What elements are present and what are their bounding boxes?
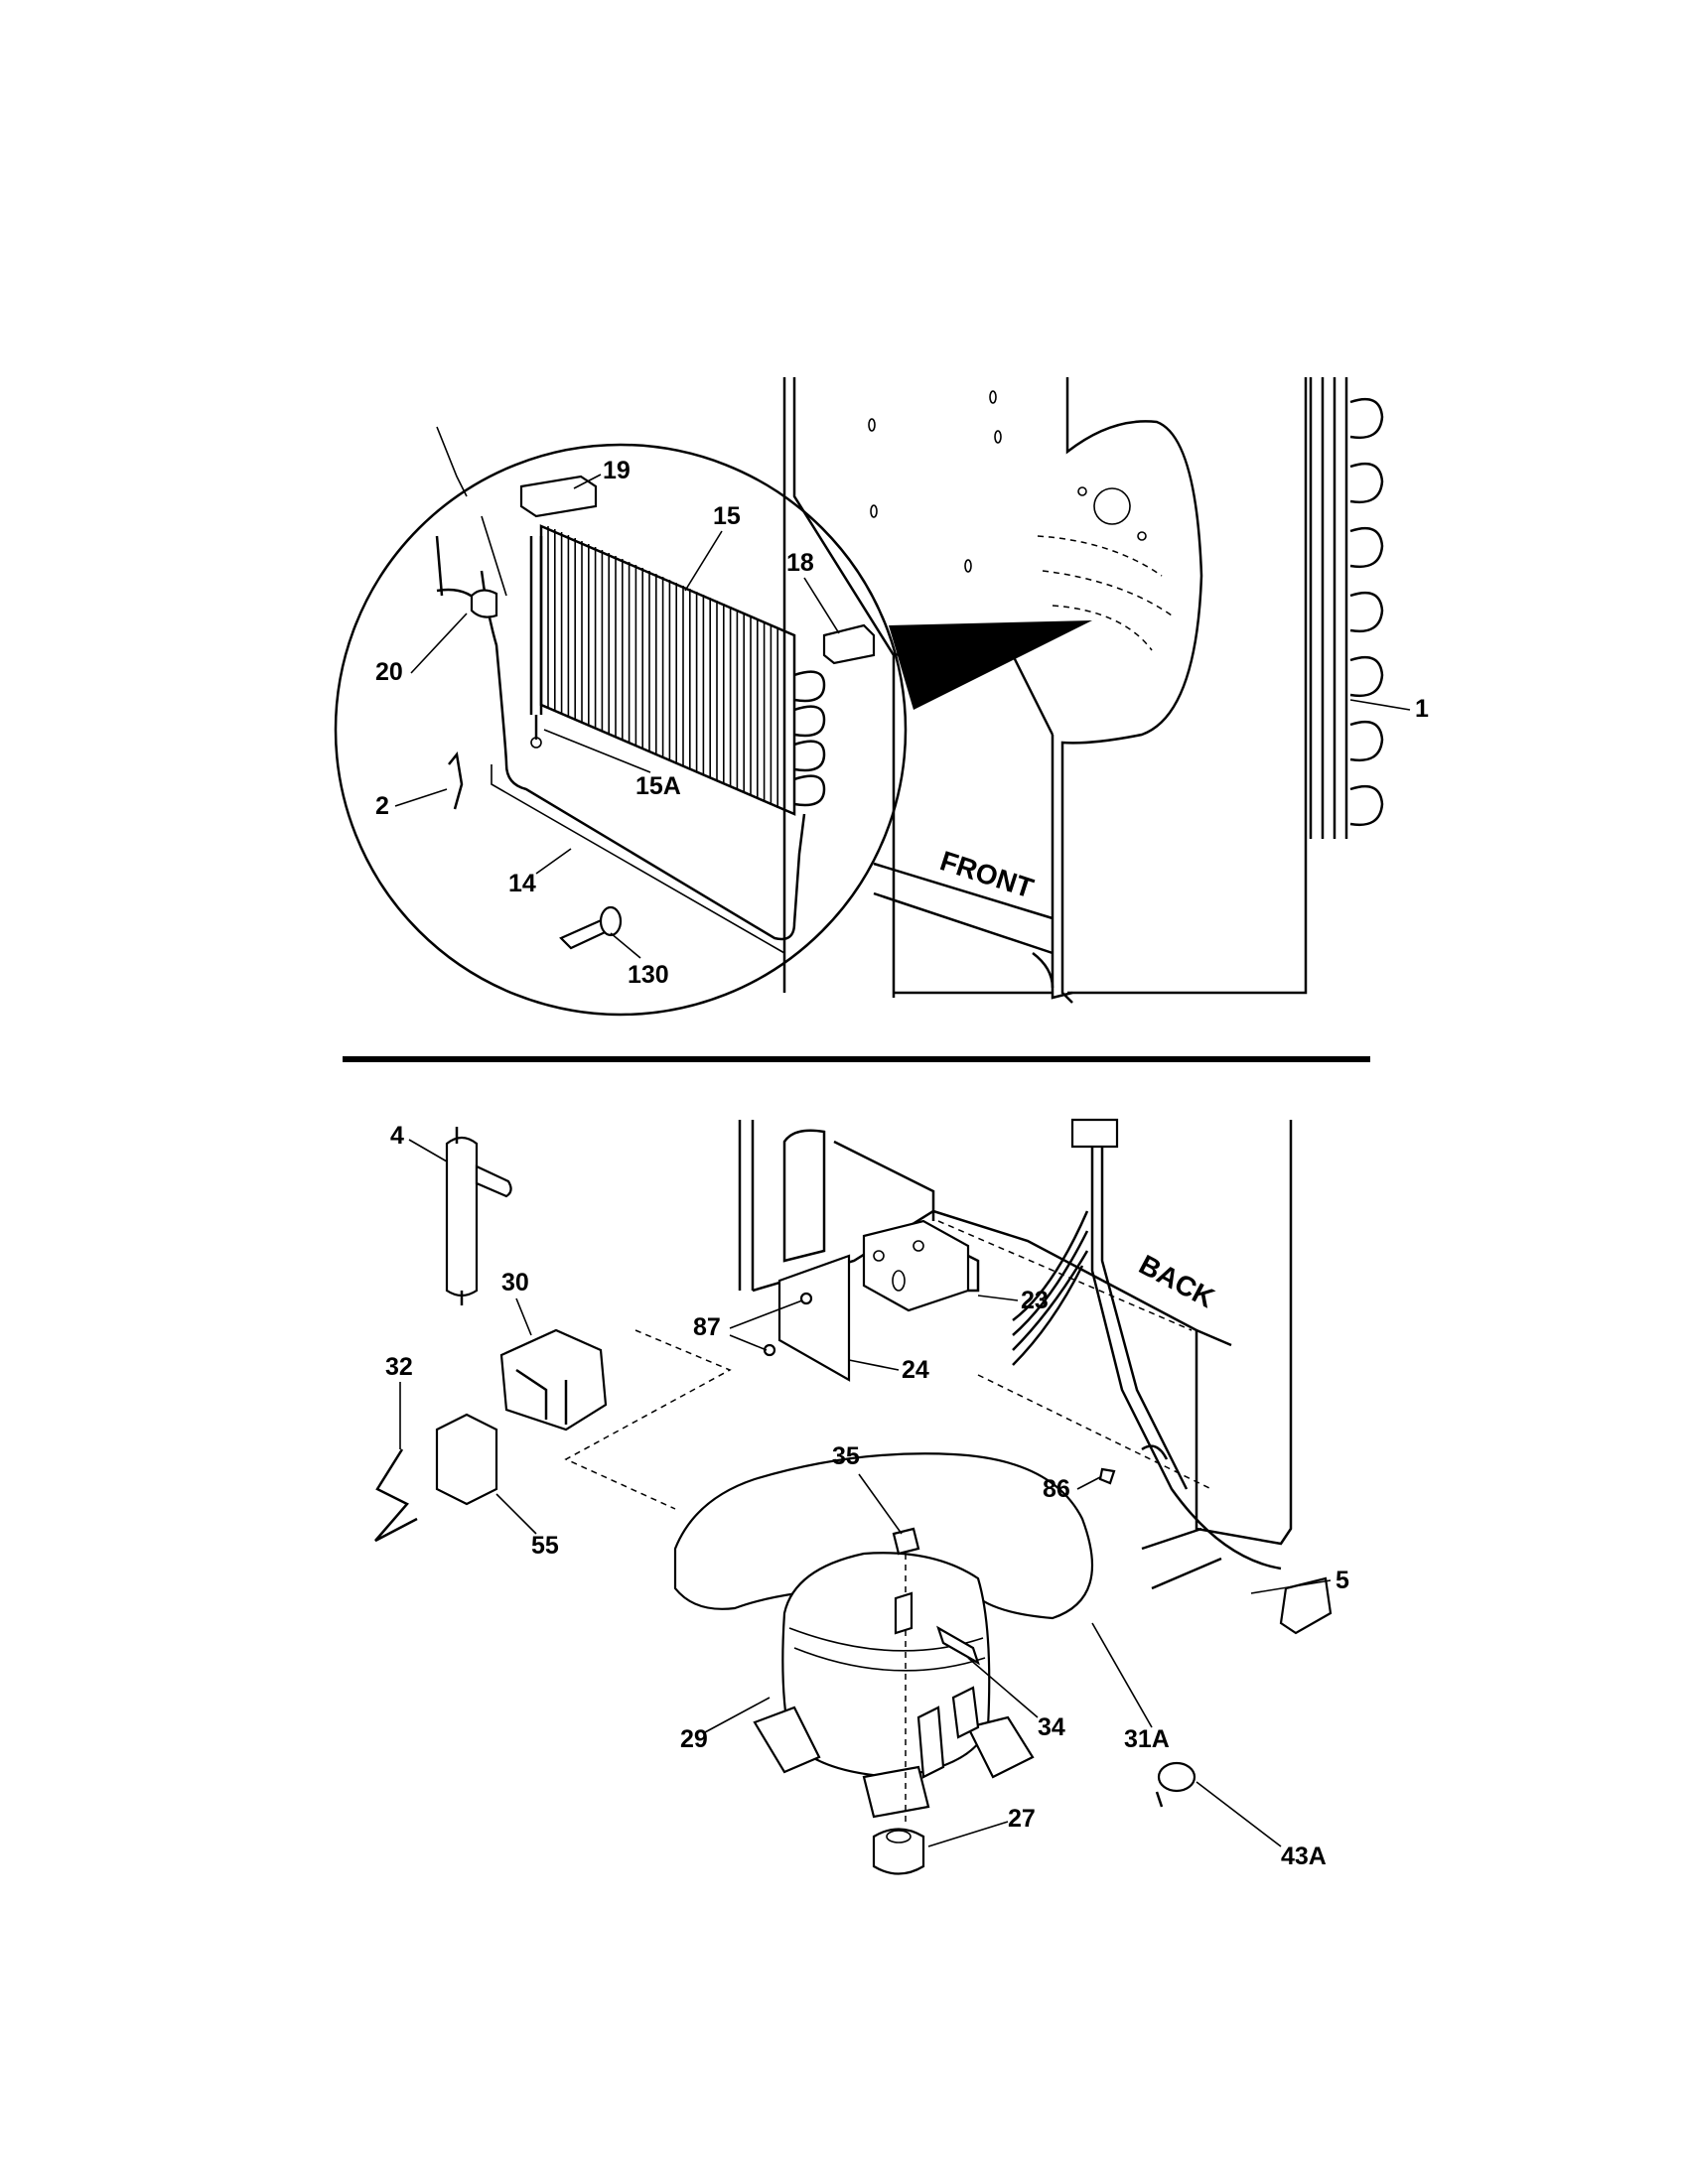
callout-27: 27 (1008, 1805, 1036, 1833)
section-divider (343, 1056, 1370, 1062)
compressor-stubs (916, 1686, 980, 1779)
part-86-screw (1098, 1467, 1116, 1485)
bottom-callouts: 4 30 32 55 87 23 24 35 86 5 29 34 31A 27… (385, 1122, 1349, 1870)
callout-14: 14 (508, 870, 536, 897)
callout-15: 15 (713, 502, 741, 530)
callout-31a: 31A (1124, 1725, 1170, 1753)
part-27-grommet (872, 1828, 925, 1875)
part-5-power-cord (1141, 1444, 1333, 1635)
part-31a-base-pan (673, 1452, 1094, 1620)
detail-wedge (889, 620, 1092, 710)
callout-30: 30 (501, 1269, 529, 1297)
part-30-relay (499, 1328, 608, 1432)
callout-5: 5 (1336, 1567, 1349, 1594)
callout-23: 23 (1021, 1287, 1049, 1314)
part-23-timer (862, 1219, 980, 1312)
part-43a-clamp (1155, 1761, 1196, 1808)
part-34-tube (936, 1625, 980, 1666)
part-35-bolt (892, 1527, 920, 1827)
front-label: FRONT (936, 845, 1037, 903)
part-87-screws (763, 1292, 813, 1357)
callout-1: 1 (1415, 695, 1429, 723)
callout-130: 130 (628, 961, 669, 989)
part-20-sensor (435, 535, 498, 618)
callout-15a: 15A (635, 772, 681, 800)
part-18-block (822, 623, 876, 665)
part-32-wire (374, 1448, 418, 1543)
part-55-overload (435, 1413, 498, 1506)
evaporator-detail-circle (334, 443, 908, 1017)
callout-18: 18 (786, 549, 814, 577)
callout-55: 55 (531, 1532, 559, 1560)
callout-4: 4 (390, 1122, 404, 1150)
callout-86: 86 (1043, 1475, 1070, 1503)
part-4-drier (445, 1127, 512, 1305)
wiring-harness (1012, 1118, 1282, 1570)
callout-29: 29 (680, 1725, 708, 1753)
part-24-bracket (777, 1254, 851, 1382)
callout-32: 32 (385, 1353, 413, 1381)
callout-87: 87 (693, 1313, 721, 1341)
callout-2: 2 (375, 792, 389, 820)
callout-35: 35 (832, 1442, 860, 1470)
evaporator (436, 426, 826, 954)
callout-24: 24 (902, 1356, 929, 1384)
callout-43a: 43A (1281, 1843, 1327, 1870)
callout-34: 34 (1038, 1713, 1065, 1741)
callout-19: 19 (603, 457, 631, 484)
part-2-clip (448, 751, 464, 810)
condenser-coil (1309, 377, 1384, 839)
part-130-plug (559, 905, 623, 950)
top-callouts: 19 15 18 20 15A 2 14 130 1 (375, 457, 1429, 989)
cabinet-top-view (782, 377, 1308, 1004)
callout-20: 20 (375, 658, 403, 686)
